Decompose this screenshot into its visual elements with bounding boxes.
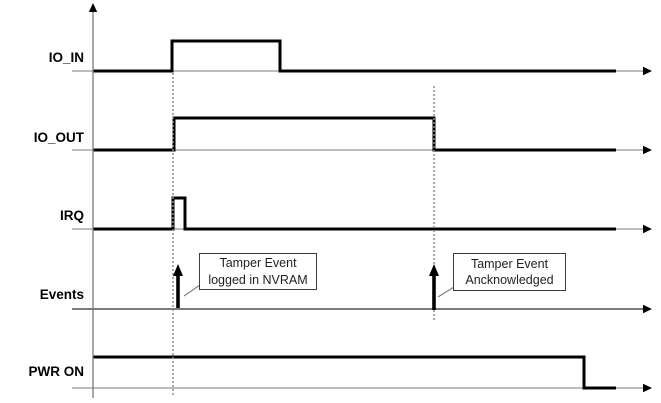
io-in-axis-arrowhead-icon (643, 66, 652, 76)
signal-label-pwr-on: PWR ON (28, 364, 85, 379)
io-out-waveform (93, 116, 616, 152)
event-arrow-head-icon-1 (173, 264, 183, 276)
signal-label-irq: IRQ (59, 208, 84, 223)
signal-label-events: Events (39, 287, 84, 302)
callout-leader-line-2 (437, 286, 455, 298)
signal-label-io-out: IO_OUT (33, 130, 84, 145)
io-out-axis-arrowhead-icon (643, 145, 652, 155)
callout-line-1: Tamper Event (219, 256, 297, 270)
io-in-waveform (93, 39, 616, 73)
pwr-on-axis-arrowhead-icon (643, 383, 652, 393)
callout-leader-line-1 (183, 284, 201, 297)
callout-line-1: Tamper Event (470, 256, 549, 271)
event-arrow-head-icon-2 (429, 264, 439, 276)
callout-line-2: Ancknowledged (465, 273, 554, 287)
events-axis-arrowhead-icon (643, 304, 652, 314)
irq-axis-arrowhead-icon (643, 224, 652, 234)
irq-waveform (93, 196, 616, 231)
signal-label-io-in: IO_IN (48, 50, 84, 65)
pwr-on-waveform (93, 355, 616, 390)
callout-line-2: logged in NVRAM (208, 272, 308, 287)
callout-tamper-acknowledged: Tamper Event Ancknowledged (453, 253, 566, 291)
y-axis-arrowhead-icon (88, 3, 98, 12)
callout-tamper-logged: Tamper Event logged in NVRAM (199, 253, 317, 290)
